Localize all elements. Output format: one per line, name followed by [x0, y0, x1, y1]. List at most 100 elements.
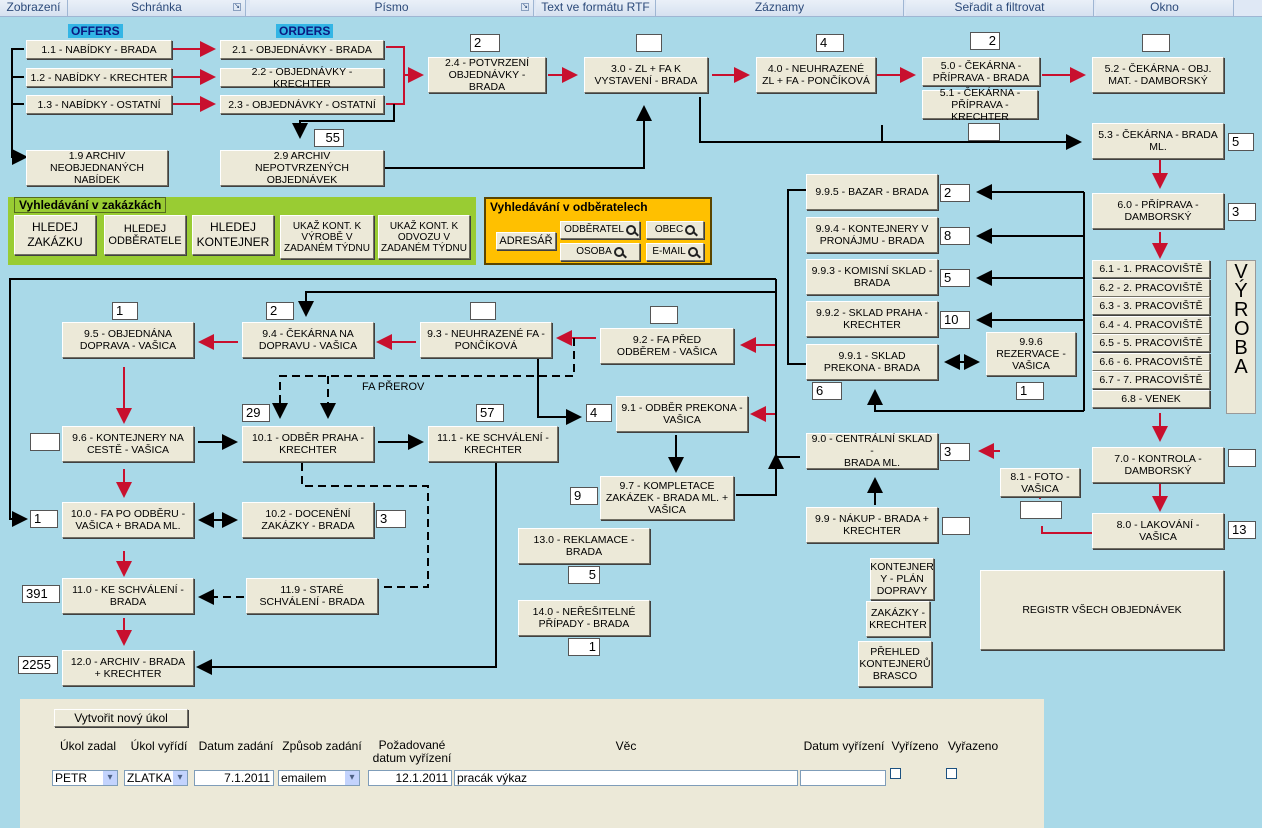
count-12-0: 2255 [18, 656, 58, 674]
search-orders-title: Vyhledávání v zakázkách [14, 197, 167, 213]
count-9-7: 9 [570, 487, 598, 505]
node-1-2[interactable]: 1.2 - NABÍDKY - KRECHTER [26, 68, 172, 87]
node-10-2[interactable]: 10.2 - DOCENĚNÍ ZAKÁZKY - BRADA [242, 502, 374, 538]
hledej-kontejner-button[interactable]: HLEDEJ KONTEJNER [192, 215, 274, 255]
zadal-select[interactable]: PETR [52, 770, 118, 786]
dialog-launcher-icon[interactable]: ↘ [233, 3, 241, 11]
node-10-0[interactable]: 10.0 - FA PO ODBĚRU - VAŠICA + BRADA ML. [62, 502, 194, 538]
node-9-9-2[interactable]: 9.9.2 - SKLAD PRAHA - KRECHTER [806, 301, 938, 337]
ribbon-group-pismo[interactable]: Písmo↘ [250, 0, 534, 16]
vyrizeno-checkbox[interactable] [890, 768, 901, 779]
label-datum-zadani: Datum zadání [198, 739, 274, 753]
ribbon-group-okno[interactable]: Okno [1096, 0, 1234, 16]
datum-zadani-field[interactable]: 7.1.2011 [194, 770, 274, 786]
obec-search-button[interactable]: OBEC [646, 221, 704, 239]
node-9-9-4[interactable]: 9.9.4 - KONTEJNERY V PRONÁJMU - BRADA [806, 217, 938, 253]
label-vyrazeno: Vyřazeno [947, 739, 999, 753]
node-14-0[interactable]: 14.0 - NEŘEŠITELNÉ PŘÍPADY - BRADA [518, 600, 650, 636]
node-8-0[interactable]: 8.0 - LAKOVÁNÍ - VAŠICA [1092, 513, 1224, 549]
ribbon-group-schranka[interactable]: Schránka ↘ [68, 0, 246, 16]
node-1-9[interactable]: 1.9 ARCHIV NEOBJEDNANÝCH NABÍDEK [26, 150, 168, 186]
node-11-0[interactable]: 11.0 - KE SCHVÁLENÍ - BRADA [62, 578, 194, 614]
vyrazeno-checkbox[interactable] [946, 768, 957, 779]
node-2-1[interactable]: 2.1 - OBJEDNÁVKY - BRADA [220, 40, 384, 59]
node-2-9[interactable]: 2.9 ARCHIV NEPOTVRZENÝCH OBJEDNÁVEK [220, 150, 384, 186]
node-5-2[interactable]: 5.2 - ČEKÁRNA - OBJ. MAT. - DAMBORSKÝ [1092, 57, 1224, 93]
email-search-button[interactable]: E-MAIL [646, 243, 704, 261]
count-5-2 [1142, 34, 1170, 52]
node-9-3[interactable]: 9.3 - NEUHRAZENÉ FA - PONČÍKOVÁ [420, 322, 552, 358]
pozadovane-field[interactable]: 12.1.2011 [368, 770, 452, 786]
hledej-odberatele-button[interactable]: HLEDEJ ODBĚRATELE [104, 215, 186, 255]
pracoviste-item[interactable]: 6.7 - 7. PRACOVIŠTĚ [1092, 371, 1210, 389]
node-9-1[interactable]: 9.1 - ODBĚR PREKONA - VAŠICA [616, 396, 748, 432]
node-2-4[interactable]: 2.4 - POTVRZENÍ OBJEDNÁVKY - BRADA [428, 57, 546, 93]
ribbon-group-rtf[interactable]: Text ve formátu RTF [536, 0, 656, 16]
node-11-9[interactable]: 11.9 - STARÉ SCHVÁLENÍ - BRADA [246, 578, 378, 614]
search-orders-panel: Vyhledávání v zakázkách HLEDEJ ZAKÁZKU H… [8, 197, 476, 265]
hledej-zakazku-button[interactable]: HLEDEJ ZAKÁZKU [14, 215, 96, 255]
pracoviste-item[interactable]: 6.8 - VENEK [1092, 389, 1210, 408]
node-2-3[interactable]: 2.3 - OBJEDNÁVKY - OSTATNÍ [220, 95, 384, 114]
node-13-0[interactable]: 13.0 - REKLAMACE - BRADA [518, 528, 650, 564]
node-5-3[interactable]: 5.3 - ČEKÁRNA - BRADA ML. [1092, 123, 1224, 159]
node-3-0[interactable]: 3.0 - ZL + FA K VYSTAVENÍ - BRADA [584, 57, 708, 93]
vyridi-select[interactable]: ZLATKA [124, 770, 188, 786]
prehled-kontejneru-button[interactable]: PŘEHLED KONTEJNERŮ BRASCO [858, 641, 932, 687]
new-task-button[interactable]: Vytvořit nový úkol [54, 709, 188, 727]
pracoviste-item[interactable]: 6.5 - 5. PRACOVIŠTĚ [1092, 334, 1210, 352]
ribbon-group-seradit[interactable]: Seřadit a filtrovat [906, 0, 1094, 16]
node-10-1[interactable]: 10.1 - ODBĚR PRAHA - KRECHTER [242, 426, 374, 462]
zpusob-select[interactable]: emailem [278, 770, 360, 786]
ribbon-group-zaznamy[interactable]: Záznamy [656, 0, 904, 16]
pracoviste-item[interactable]: 6.2 - 2. PRACOVIŠTĚ [1092, 278, 1210, 297]
node-9-9-1[interactable]: 9.9.1 - SKLAD PREKONA - BRADA [806, 344, 938, 380]
node-7-0[interactable]: 7.0 - KONTROLA - DAMBORSKÝ [1092, 447, 1224, 483]
node-9-9-6[interactable]: 9.9.6 REZERVACE - VAŠICA [986, 332, 1076, 376]
node-11-1[interactable]: 11.1 - KE SCHVÁLENÍ - KRECHTER [428, 426, 558, 462]
node-9-4[interactable]: 9.4 - ČEKÁRNA NA DOPRAVU - VAŠICA [242, 322, 374, 358]
node-1-3[interactable]: 1.3 - NABÍDKY - OSTATNÍ [26, 95, 172, 114]
ukaz-kont-odvozu-button[interactable]: UKAŽ KONT. K ODVOZU V ZADANÉM TÝDNU [378, 215, 470, 259]
node-9-6[interactable]: 9.6 - KONTEJNERY NA CESTĚ - VAŠICA [62, 426, 194, 462]
node-5-0[interactable]: 5.0 - ČEKÁRNA - PŘÍPRAVA - BRADA [922, 57, 1040, 86]
node-9-2[interactable]: 9.2 - FA PŘED ODBĚREM - VAŠICA [600, 328, 734, 364]
node-9-0[interactable]: 9.0 - CENTRÁLNÍ SKLAD - BRADA ML. [806, 433, 938, 469]
zakazky-krechter-button[interactable]: ZAKÁZKY - KRECHTER [866, 601, 930, 637]
node-9-9[interactable]: 9.9 - NÁKUP - BRADA + KRECHTER [806, 507, 938, 543]
node-9-7[interactable]: 9.7 - KOMPLETACE ZAKÁZEK - BRADA ML. + V… [600, 476, 734, 520]
adresar-button[interactable]: ADRESÁŘ [496, 232, 556, 250]
pracoviste-item[interactable]: 6.4 - 4. PRACOVIŠTĚ [1092, 315, 1210, 334]
node-6-0[interactable]: 6.0 - PŘÍPRAVA - DAMBORSKÝ [1092, 193, 1224, 229]
odberatel-search-button[interactable]: ODBĚRATEL [560, 221, 640, 239]
kontejnery-plan-button[interactable]: KONTEJNER Y - PLÁN DOPRAVY [870, 558, 934, 600]
vyroba-text: VÝROBA [1234, 261, 1250, 378]
node-8-1[interactable]: 8.1 - FOTO - VAŠICA [1000, 468, 1080, 497]
registr-button[interactable]: REGISTR VŠECH OBJEDNÁVEK [980, 570, 1224, 650]
node-9-9-5[interactable]: 9.9.5 - BAZAR - BRADA [806, 174, 938, 210]
obec-label: OBEC [654, 224, 684, 235]
node-1-1[interactable]: 1.1 - NABÍDKY - BRADA [26, 40, 172, 59]
dialog-launcher-icon[interactable]: ↘ [521, 3, 529, 11]
vec-field[interactable]: pracák výkaz [454, 770, 798, 786]
ukaz-kont-vyrobe-button[interactable]: UKAŽ KONT. K VÝROBĚ V ZADANÉM TÝDNU [280, 215, 374, 259]
count-9-5: 1 [112, 302, 138, 320]
node-2-2[interactable]: 2.2 - OBJEDNÁVKY - KRECHTER [220, 66, 384, 90]
datum-vyrizeni-field[interactable] [800, 770, 886, 786]
pracoviste-item[interactable]: 6.6 - 6. PRACOVIŠTĚ [1092, 352, 1210, 371]
count-9-6 [30, 433, 60, 451]
node-9-5[interactable]: 9.5 - OBJEDNÁNA DOPRAVA - VAŠICA [62, 322, 194, 358]
node-9-9-3[interactable]: 9.9.3 - KOMISNÍ SKLAD - BRADA [806, 259, 938, 295]
node-5-1[interactable]: 5.1 - ČEKÁRNA - PŘÍPRAVA -KRECHTER [922, 87, 1038, 123]
offers-header: OFFERS [68, 24, 123, 38]
orders-header: ORDERS [276, 24, 334, 38]
pracoviste-item[interactable]: 6.3 - 3. PRACOVIŠTĚ [1092, 297, 1210, 315]
node-4-0[interactable]: 4.0 - NEUHRAZENÉ ZL + FA - PONČÍKOVÁ [756, 57, 876, 93]
node-12-0[interactable]: 12.0 - ARCHIV - BRADA + KRECHTER [62, 650, 194, 686]
ribbon-group-zobrazeni[interactable]: Zobrazení [0, 0, 68, 16]
count-9-9-2: 10 [940, 311, 970, 329]
ribbon-label: Schránka [131, 0, 182, 14]
pracoviste-item[interactable]: 6.1 - 1. PRACOVIŠTĚ [1092, 260, 1210, 278]
osoba-search-button[interactable]: OSOBA [560, 243, 640, 261]
count-2-4: 2 [470, 34, 500, 52]
